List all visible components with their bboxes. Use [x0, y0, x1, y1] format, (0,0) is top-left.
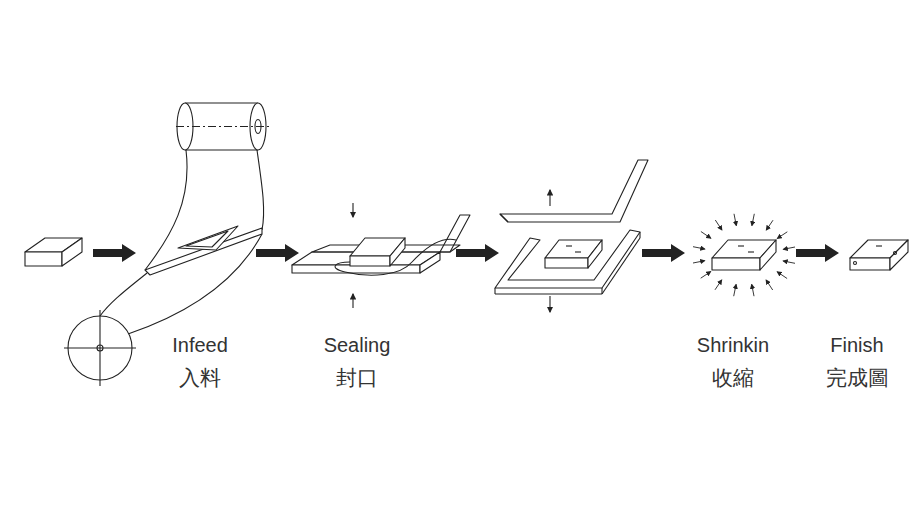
shrink-arrow: [766, 280, 773, 290]
shrink-arrow: [783, 247, 795, 249]
shrink-arrow: [777, 232, 787, 239]
step-label: Infeed: [172, 333, 228, 357]
shrink-arrow: [693, 247, 705, 249]
open-jaws: [495, 160, 648, 312]
shrink-arrow: [783, 261, 795, 263]
film-roll: [176, 103, 270, 150]
shrink-arrow: [766, 220, 773, 230]
flow-arrows: [93, 244, 839, 262]
step-label-zh: 完成圖: [826, 366, 889, 390]
shrink-arrow: [752, 284, 754, 296]
film-former: [100, 150, 264, 334]
sealing-jaws: [292, 203, 470, 308]
shrink-arrow: [777, 272, 787, 279]
shrink-arrow: [734, 214, 736, 226]
step-label-zh: 封口: [336, 366, 378, 390]
step-label: Finish: [830, 333, 883, 357]
shrink-arrow: [715, 220, 722, 230]
step-label-zh: 收縮: [712, 366, 754, 390]
finished-box: [850, 240, 908, 270]
shrink-arrow: [701, 272, 711, 279]
shrink-arrow: [715, 280, 722, 290]
step-label-zh: 入料: [179, 366, 221, 390]
shrink-arrow: [693, 261, 705, 263]
shrink-box: [693, 214, 795, 296]
step-label: Sealing: [324, 333, 391, 357]
shrink-arrow: [734, 284, 736, 296]
step-label: Shrinkin: [697, 333, 769, 357]
shrink-arrow: [701, 232, 711, 239]
shrink-arrow: [752, 214, 754, 226]
unwind-reel: [64, 310, 136, 386]
product-box: [25, 238, 82, 266]
